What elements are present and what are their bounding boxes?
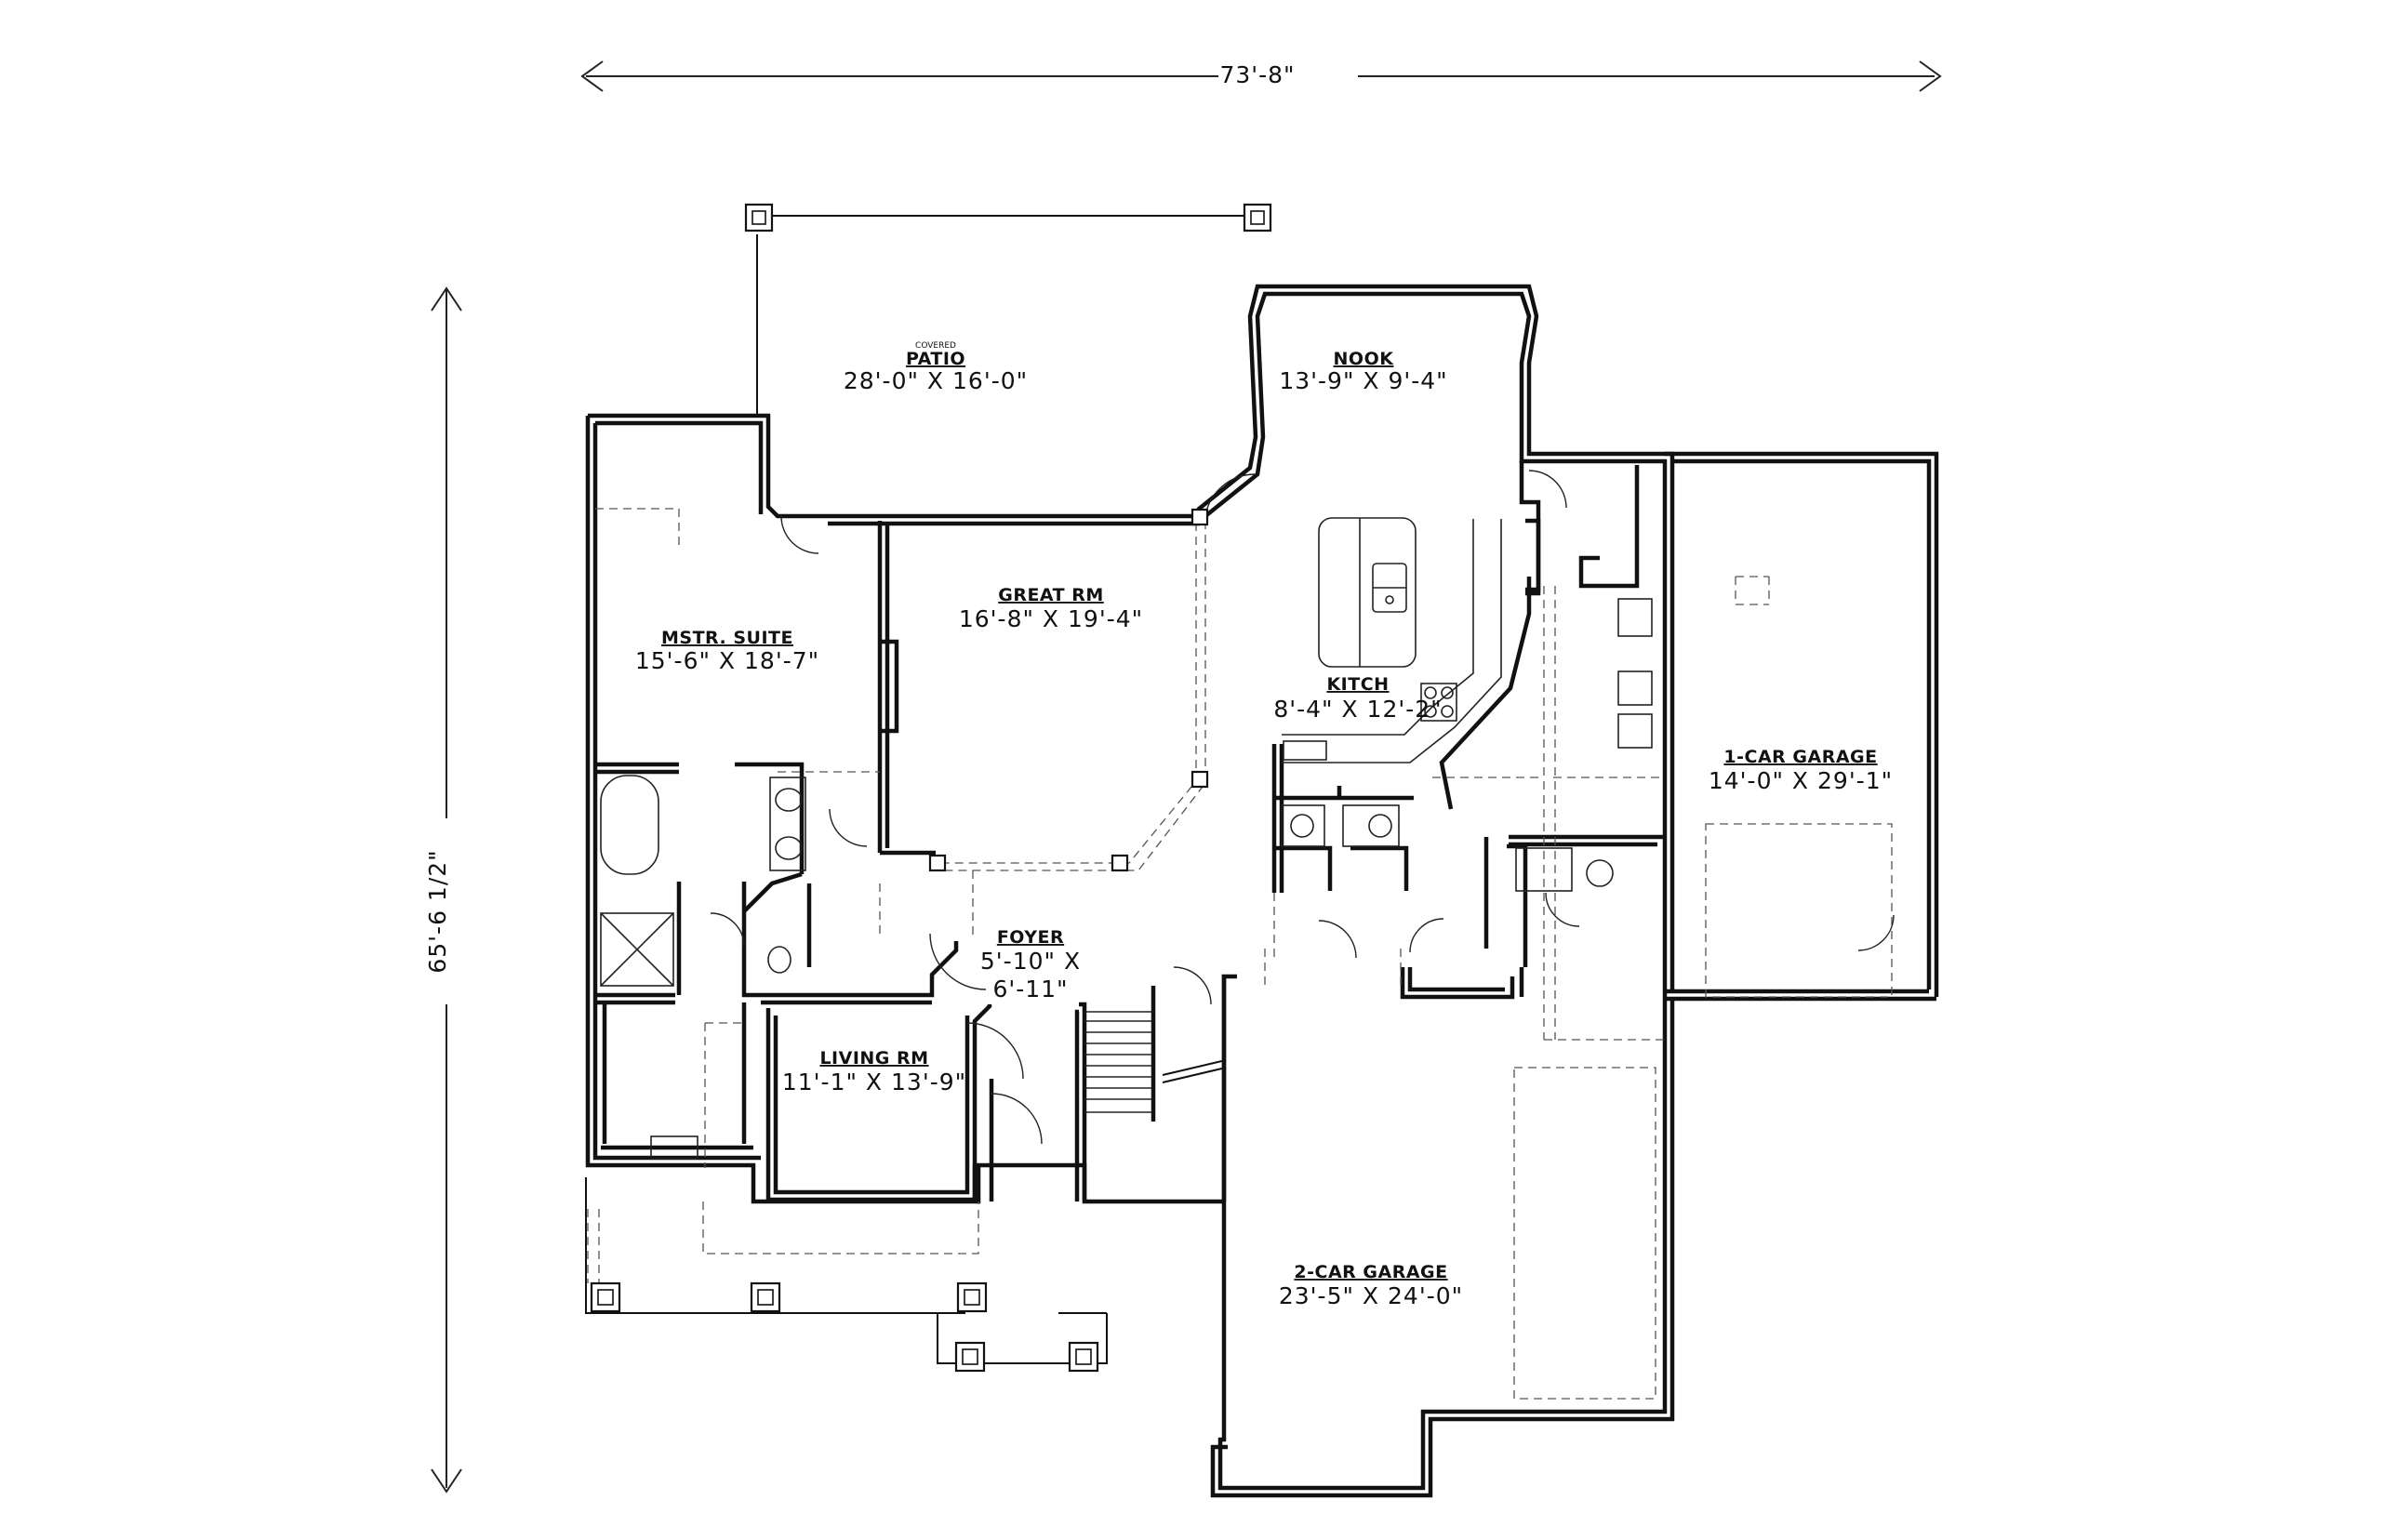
room-labels: COVERED PATIO 28'-0" X 16'-0" NOOK 13'-9… [635,341,1893,1309]
master-bath-fixtures [600,775,1400,1160]
living-rm-name: LIVING RM [819,1048,928,1069]
exterior-walls [585,284,1939,1498]
post-porch-1 [590,1281,621,1313]
front-porch [585,1177,1108,1364]
post-porch-3 [956,1281,988,1313]
dashed-lines [587,508,1893,1400]
nook-name: NOOK [1334,349,1395,369]
mstr-suite-name: MSTR. SUITE [661,628,793,648]
kitch-dims: 8'-4" X 12'-2" [1273,696,1442,723]
doors [710,470,1895,1145]
great-rm-name: GREAT RM [998,585,1104,605]
covered-patio-outline [756,215,1257,416]
overall-width-label: 73'-8" [1219,61,1295,88]
post-porch-5 [1068,1341,1099,1373]
covered-patio-small-label: COVERED [915,341,956,351]
kitchen-counter [1282,519,1502,763]
post-patio-right [1243,203,1272,232]
stairs [1084,986,1227,1122]
two-car-garage-dims: 23'-5" X 24'-0" [1279,1282,1463,1309]
overall-width-dimension: 73'-8" [580,60,1942,92]
post-porch-2 [750,1281,781,1313]
covered-patio-dims: 28'-0" X 16'-0" [844,367,1028,394]
post-porch-4 [954,1341,986,1373]
great-rm-dims: 16'-8" X 19'-4" [959,605,1143,632]
kitchen-island [1318,517,1417,668]
foyer-dims-line2: 6'-11" [992,976,1068,1002]
interior-walls [595,465,1665,1150]
posts [590,203,1272,1373]
mstr-suite-dims: 15'-6" X 18'-7" [635,647,819,674]
foyer-dims-line1: 5'-10" X [980,948,1081,975]
laundry-fixtures [1515,598,1653,892]
living-rm-dims: 11'-1" X 13'-9" [782,1069,966,1095]
nook-dims: 13'-9" X 9'-4" [1279,367,1447,394]
one-car-garage-name: 1-CAR GARAGE [1723,747,1877,767]
overall-depth-dimension: 65'-6 1/2" [424,286,462,1494]
foyer-name: FOYER [997,927,1064,948]
one-car-garage-dims: 14'-0" X 29'-1" [1709,767,1893,794]
two-car-garage-name: 2-CAR GARAGE [1294,1262,1447,1282]
post-patio-left [744,203,774,232]
overall-depth-label: 65'-6 1/2" [424,849,451,973]
covered-patio-name: PATIO [906,349,965,369]
kitch-name: KITCH [1326,674,1389,695]
